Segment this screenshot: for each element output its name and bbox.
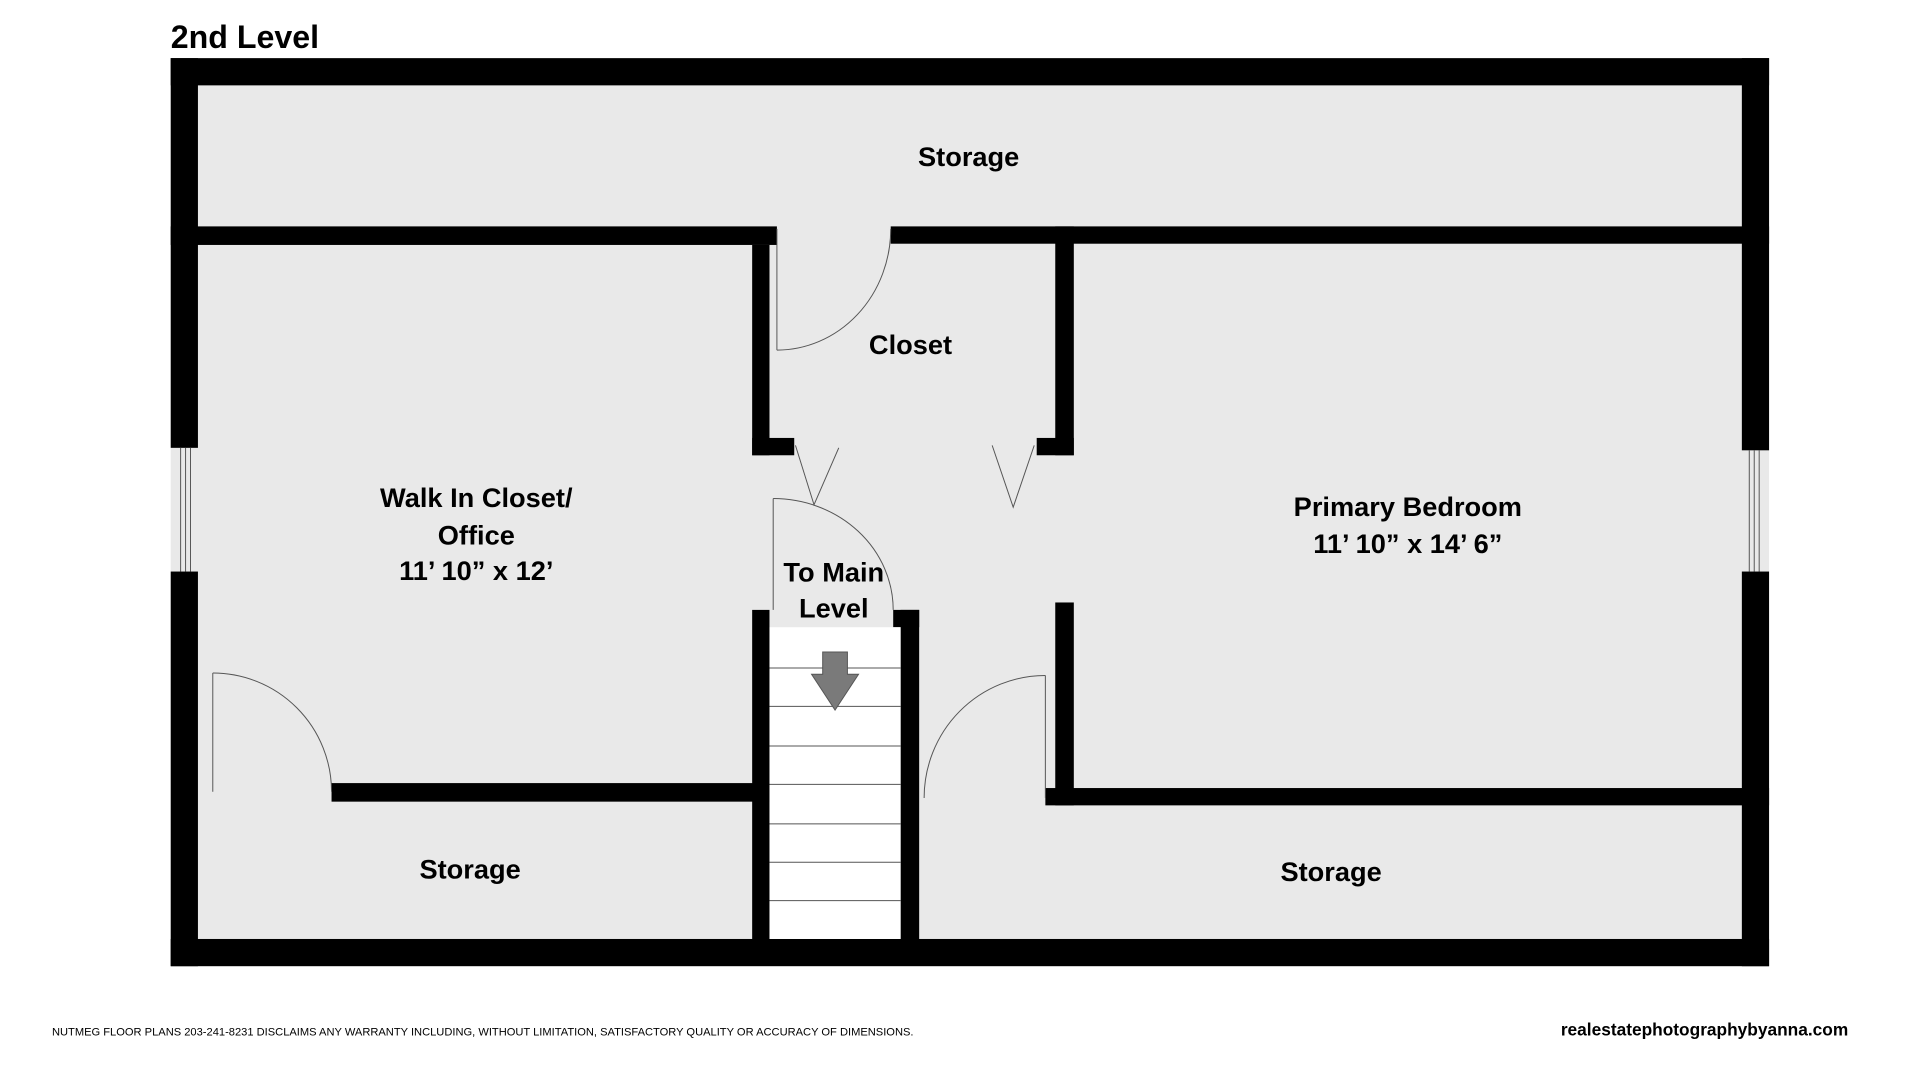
room-dims-primary: 11’ 10” x 14’ 6” <box>1313 528 1502 559</box>
room-label-closet: Closet <box>869 329 952 360</box>
arrow-down-icon <box>810 651 860 712</box>
floors <box>170 58 1770 967</box>
level-title: 2nd Level <box>171 19 319 55</box>
room-label-storage-top: Storage <box>918 141 1019 172</box>
room-label-walk-in-2: Office <box>438 519 515 550</box>
door-closet[interactable] <box>776 228 892 351</box>
stairs-label-2: Level <box>799 592 869 623</box>
room-label-storage-right: Storage <box>1280 856 1381 887</box>
bifold-door-closet[interactable] <box>794 445 1035 509</box>
window-left <box>180 447 192 572</box>
room-label-walk-in: Walk In Closet/ <box>380 482 573 513</box>
room-label-primary: Primary Bedroom <box>1294 491 1522 522</box>
walls <box>170 58 1770 967</box>
staircase[interactable] <box>769 627 901 939</box>
disclaimer: NUTMEG FLOOR PLANS 203-241-8231 DISCLAIM… <box>52 1026 914 1038</box>
room-label-storage-left: Storage <box>419 853 520 884</box>
window-right <box>1748 450 1760 572</box>
door-stairs[interactable] <box>772 498 894 610</box>
stairs-label: To Main <box>783 556 884 587</box>
door-walk-in-storage[interactable] <box>212 672 333 792</box>
room-dims-walk-in: 11’ 10” x 12’ <box>399 555 553 586</box>
website-link[interactable]: realestatephotographybyanna.com <box>1561 1019 1848 1039</box>
door-right-storage[interactable] <box>923 674 1046 798</box>
